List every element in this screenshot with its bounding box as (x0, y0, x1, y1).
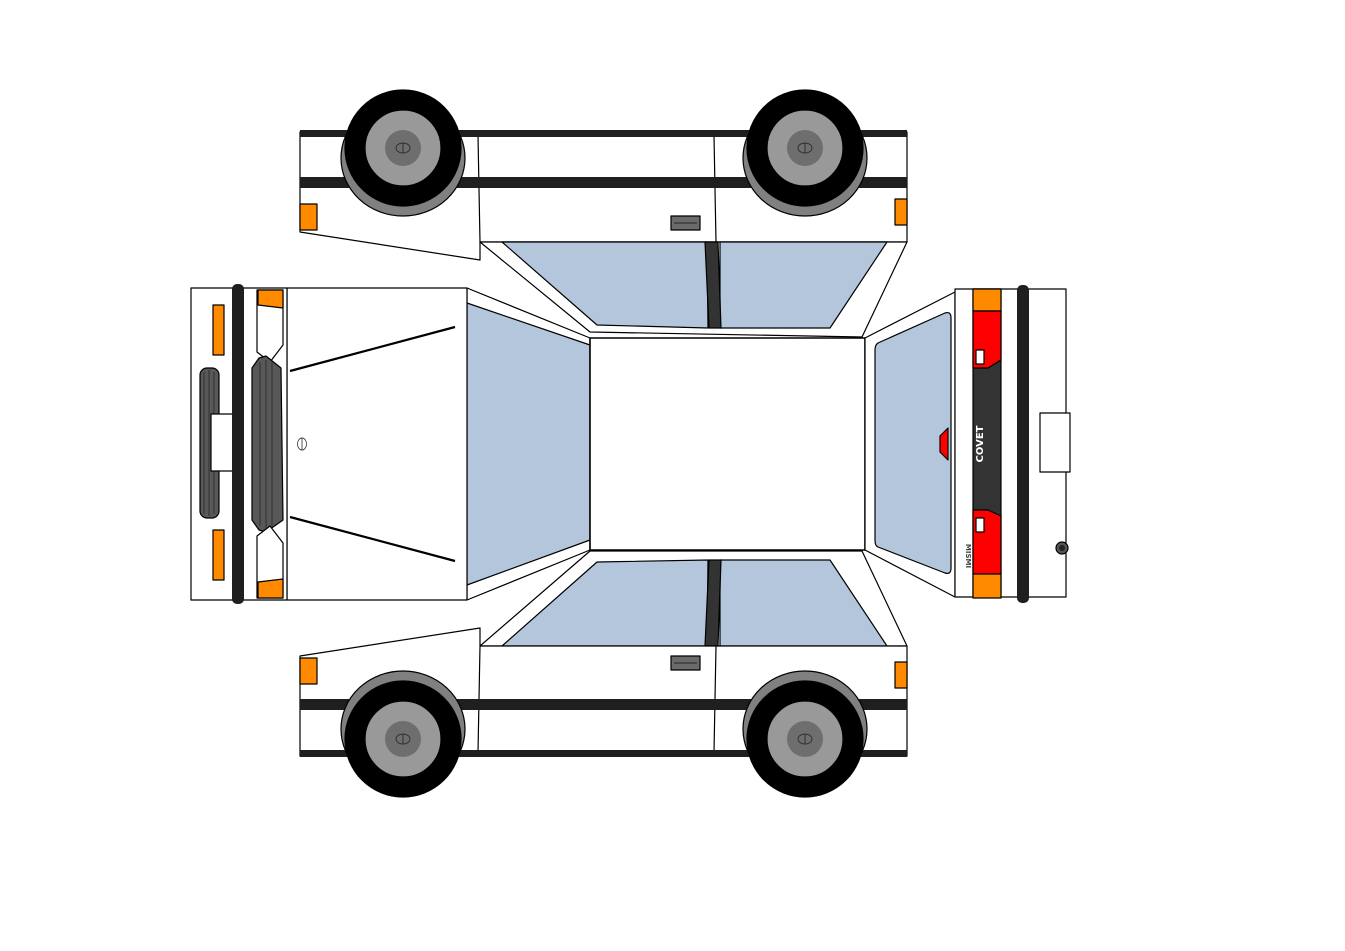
lower-grille (199, 367, 220, 519)
windshield (466, 287, 591, 601)
turn-signal (212, 304, 225, 356)
roof-panel (589, 337, 866, 551)
turn-signal (972, 288, 1002, 312)
side-windows-bottom (479, 550, 908, 647)
side-windows-top (479, 241, 908, 338)
turn-signal (894, 198, 908, 226)
turn-signal (894, 661, 908, 689)
hood-panel (286, 287, 468, 601)
hood-emblem-icon (297, 437, 307, 451)
door-handle-icon (670, 215, 701, 231)
brake-light (939, 427, 949, 461)
turn-signal (299, 657, 318, 685)
wheel-icon (340, 670, 466, 798)
rear-window (864, 291, 956, 598)
turn-signal (212, 529, 225, 581)
door-handle-icon (670, 655, 701, 671)
wheel-icon (742, 670, 868, 798)
rear-panel: COVET MISMI (939, 285, 1071, 603)
keyhole-icon (1055, 541, 1069, 555)
wheel-icon (340, 89, 466, 217)
turn-signal (972, 573, 1002, 599)
license-plate-icon (1039, 412, 1071, 473)
headlight-grille (251, 289, 284, 599)
rear-model-badge: COVET (975, 425, 986, 462)
turn-signal (299, 203, 318, 231)
wheel-icon (742, 89, 868, 217)
maker-badge: MISMI (964, 544, 972, 568)
front-panel (190, 284, 288, 604)
